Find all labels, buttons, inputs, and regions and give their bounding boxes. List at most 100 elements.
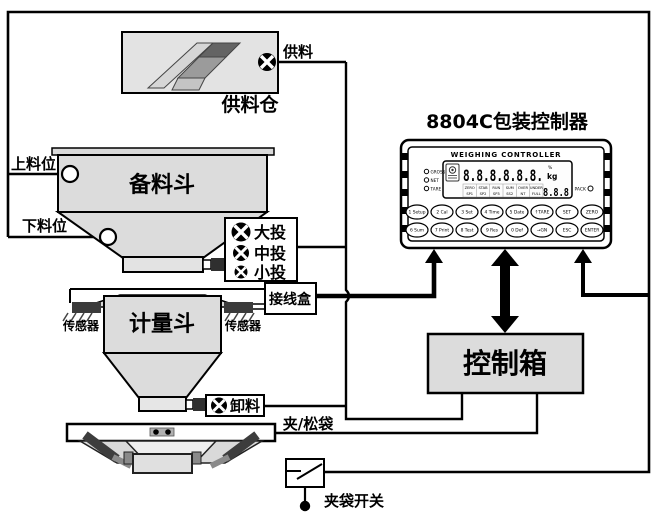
prep-hopper-label: 备料斗 (128, 172, 195, 198)
display-bezel (442, 160, 573, 199)
prep-hopper: 备料斗 上料位 下料位 (11, 147, 275, 273)
key-1-setup (405, 204, 429, 220)
medium-feed-label: 中投 (254, 244, 286, 263)
coarse-feed-label: 大投 (254, 223, 286, 242)
sensor-right-label: 传感器 (224, 318, 262, 333)
feed-label: 供料 (282, 43, 313, 61)
bag-clamp-switch: 夹袋开关 (285, 458, 384, 510)
svg-text:ENTER: ENTER (585, 228, 600, 234)
status-indicators: GROSS NET TARE PACK (423, 168, 594, 193)
svg-text:0 Def: 0 Def (511, 228, 523, 234)
key-7-print (430, 222, 454, 238)
clamp-pad-left (123, 451, 134, 465)
key-gn (530, 222, 554, 238)
pack-indicator-label: PACK (574, 187, 587, 193)
supply-bin-label: 供料仓 (220, 93, 279, 116)
percent-mark: % (548, 165, 553, 171)
upper-level-sensor (60, 164, 80, 184)
svg-text:SET: SET (563, 210, 572, 216)
actuator-rod (202, 259, 212, 270)
svg-text:4 Time: 4 Time (485, 210, 500, 216)
chute-3d-shape (146, 42, 242, 91)
svg-text:SP2: SP2 (480, 192, 487, 196)
svg-text:SP1: SP1 (466, 192, 473, 196)
svg-text:UNDER: UNDER (530, 186, 543, 190)
terminal-dot (299, 500, 311, 512)
fine-valve-icon (234, 265, 248, 279)
controller-controlbox-double-arrow (491, 249, 519, 333)
medium-valve-icon (233, 245, 249, 261)
controller-title: 8804C包装控制器 (426, 110, 589, 133)
clamp-release-label: 夹/松袋 (283, 415, 334, 433)
svg-text:9 Res: 9 Res (486, 228, 499, 234)
sub-display: 8.8.8 (543, 186, 569, 199)
tare-indicator-label: TARE (430, 187, 442, 192)
key-3-set (455, 204, 479, 220)
key-esc (555, 222, 579, 238)
svg-text:SUM: SUM (506, 186, 514, 190)
lower-level-label: 下料位 (22, 217, 67, 235)
discharge-block (193, 398, 206, 411)
svg-text:3 Set: 3 Set (461, 210, 473, 216)
svg-text:SS2: SS2 (506, 192, 513, 196)
fine-feed-label: 小投 (254, 263, 286, 282)
brand-logo (445, 163, 460, 182)
bag-switch-terminal-line (299, 487, 311, 512)
unit-label: kg (547, 172, 557, 181)
mounting-tabs (401, 153, 611, 232)
loadcell-cable-arrow (316, 249, 443, 299)
discharge-box: 卸料 (205, 394, 265, 417)
svg-text:↑TARE: ↑TARE (535, 210, 550, 216)
key-5-date (505, 204, 529, 220)
gross-indicator-label: GROSS (431, 170, 446, 175)
svg-text:2 Cal: 2 Cal (436, 210, 447, 216)
discharge-valve-icon (211, 397, 227, 414)
sensor-left-label: 传感器 (62, 318, 100, 333)
svg-text:RUN: RUN (492, 186, 500, 190)
key-set (555, 204, 579, 220)
clamp-pad-right (191, 451, 202, 465)
controller-keypad: 1 Setup 2 Cal 3 Set 4 Time 5 Date ↑TARE … (405, 204, 604, 238)
weighing-controller: 8804C包装控制器 WEIGHING CONTROLLER 8.8.8.8.8… (399, 110, 613, 250)
svg-text:STAB: STAB (478, 186, 488, 190)
svg-text:1 Setup: 1 Setup (409, 210, 426, 216)
key-2-cal (430, 204, 454, 220)
key-8-test (455, 222, 479, 238)
clamp-cylinder-right (222, 431, 260, 463)
sensor-loop-frame-line (6, 10, 651, 474)
key-zero (580, 204, 604, 220)
key-9-res (480, 222, 504, 238)
lower-level-sensor (98, 227, 118, 247)
svg-text:SP3: SP3 (493, 192, 500, 196)
net-indicator-label: NET (431, 178, 440, 183)
discharge-rod (185, 399, 194, 410)
control-box: 控制箱 (426, 332, 585, 395)
junction-box-label: 接线盒 (269, 291, 312, 308)
bag-spout (132, 453, 193, 474)
svg-text:→GN: →GN (537, 228, 547, 234)
controller-right-feedback-arrow (574, 249, 649, 297)
bag-clamp-assembly: 夹/松袋 (65, 415, 334, 474)
actuator-block (211, 258, 225, 271)
panel-header: WEIGHING CONTROLLER (451, 151, 562, 159)
upper-level-label: 上料位 (11, 155, 56, 173)
svg-text:ZERO: ZERO (465, 186, 475, 190)
junction-box: 接线盒 (264, 282, 317, 315)
svg-text:OVER: OVER (518, 186, 528, 190)
svg-text:6 Sum: 6 Sum (410, 228, 424, 234)
control-box-label: 控制箱 (463, 347, 547, 380)
main-display: 8.8.8.8.8.8. (463, 166, 543, 185)
svg-text:NT: NT (521, 192, 527, 196)
key-6-sum (405, 222, 429, 238)
key-4-time (480, 204, 504, 220)
svg-text:ESC: ESC (563, 228, 572, 234)
svg-text:5 Date: 5 Date (510, 210, 525, 216)
key-enter (580, 222, 604, 238)
coarse-valve-icon (231, 222, 251, 242)
key-0-def (505, 222, 529, 238)
svg-text:ZERO: ZERO (586, 210, 599, 216)
svg-text:7 Print: 7 Print (435, 228, 450, 234)
feed-valve-icon (258, 53, 276, 71)
